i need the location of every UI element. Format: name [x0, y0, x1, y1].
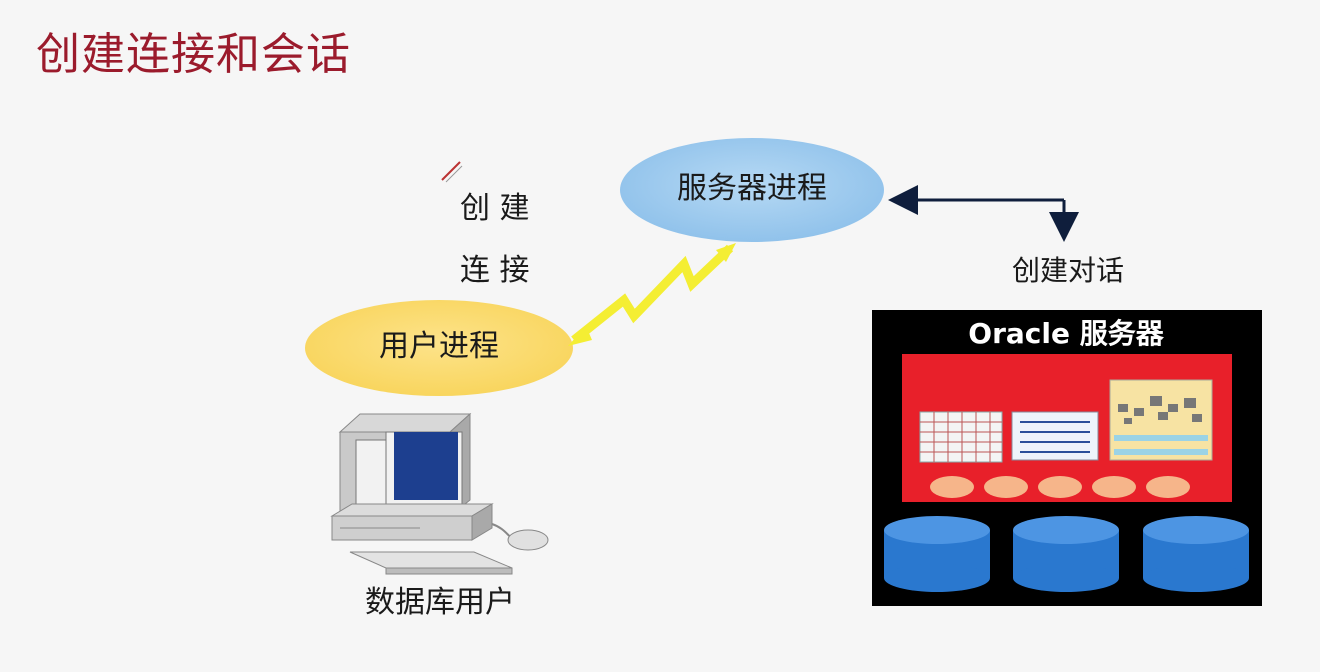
- slide-title: 创建连接和会话: [36, 29, 351, 80]
- grid-icon: [919, 411, 1003, 463]
- user-process-label: 用户进程: [379, 329, 499, 364]
- connection-bolt: [571, 244, 734, 344]
- create-connection-label-line1: 创 建: [460, 191, 530, 226]
- database-user-label: 数据库用户: [365, 585, 515, 620]
- list-icon: [1011, 411, 1099, 461]
- oracle-server-label: Oracle 服务器: [968, 317, 1164, 350]
- database-disk-2: [1013, 516, 1119, 592]
- database-disk-icons: [884, 516, 1249, 592]
- database-disk-3: [1143, 516, 1249, 592]
- computer-icon: [330, 412, 549, 575]
- buffer-cache-icon: [1109, 379, 1213, 461]
- pencil-icon: [441, 161, 463, 183]
- background-process-ovals: [930, 476, 1190, 498]
- server-process-label: 服务器进程: [677, 171, 827, 206]
- create-session-label: 创建对话: [1012, 254, 1124, 287]
- server-process-ellipse: [620, 138, 884, 242]
- create-session-arrow: [888, 185, 1079, 242]
- oracle-server-box: Oracle 服务器: [872, 310, 1262, 606]
- create-connection-label-line2: 连 接: [460, 253, 530, 288]
- database-disk-1: [884, 516, 990, 592]
- user-process-ellipse: [305, 300, 573, 396]
